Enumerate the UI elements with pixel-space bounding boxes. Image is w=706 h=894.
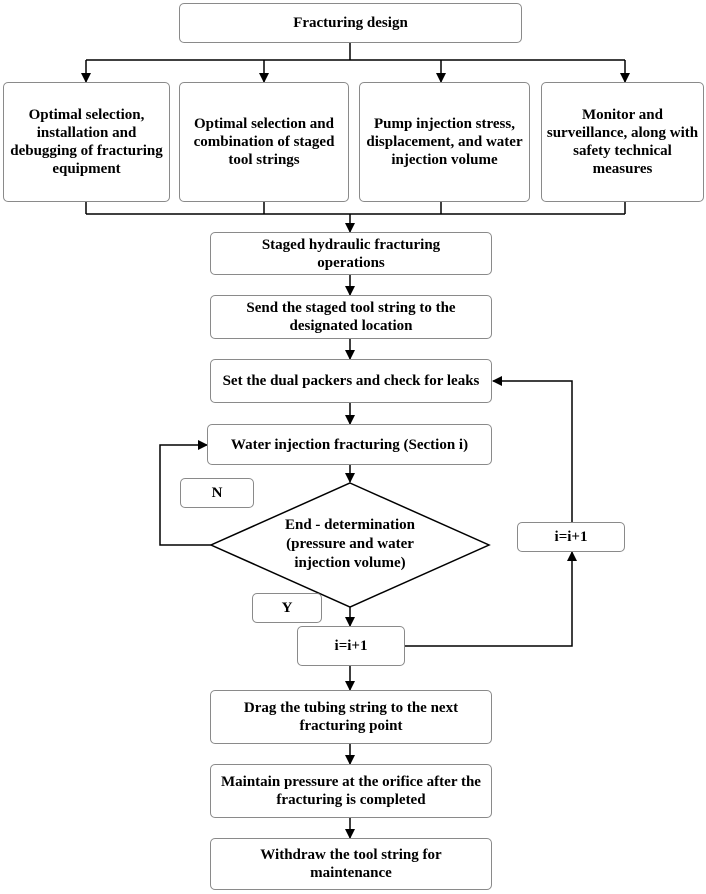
send-tool-label: Send the staged tool string to the desig…	[246, 300, 456, 334]
drag-tubing-label: Drag the tubing string to the next fract…	[243, 700, 459, 734]
staged-operations-label: Staged hydraulic fracturing operations	[261, 236, 441, 271]
withdraw-tool-label: Withdraw the tool string for maintenance	[260, 847, 442, 881]
send-tool-box: Send the staged tool string to the desig…	[210, 295, 492, 339]
set-packers-label: Set the dual packers and check for leaks	[222, 373, 480, 389]
withdraw-tool-box: Withdraw the tool string for maintenance	[210, 838, 492, 890]
increment-right-label: i=i+1	[554, 529, 588, 545]
set-packers-box: Set the dual packers and check for leaks	[210, 359, 492, 403]
no-loop-line	[159, 440, 211, 546]
yes-label-box: Y	[252, 593, 322, 623]
monitor-box: Monitor and surveillance, along with saf…	[541, 82, 704, 202]
end-determination-text: End - determination (pressure and water …	[262, 516, 438, 573]
monitor-label: Monitor and surveillance, along with saf…	[546, 107, 699, 177]
water-injection-box: Water injection fracturing (Section i)	[207, 424, 492, 465]
tool-strings-box: Optimal selection and combination of sta…	[179, 82, 349, 202]
equipment-box: Optimal selection, installation and debu…	[3, 82, 170, 202]
end-determination-label: End - determination (pressure and water …	[284, 517, 415, 571]
maintain-pressure-label: Maintain pressure at the orifice after t…	[221, 774, 481, 808]
water-injection-label: Water injection fracturing (Section i)	[230, 436, 469, 453]
fracturing-design-label: Fracturing design	[293, 15, 408, 31]
right-loop-upper	[492, 376, 573, 522]
increment-bottom-label: i=i+1	[334, 638, 368, 654]
equipment-label: Optimal selection, installation and debu…	[10, 107, 163, 177]
increment-bottom-box: i=i+1	[297, 626, 405, 666]
no-label-box: N	[180, 478, 254, 508]
pump-injection-label: Pump injection stress, displacement, and…	[366, 116, 523, 168]
yes-label: Y	[281, 600, 293, 616]
right-loop-lower	[405, 551, 577, 647]
tool-strings-label: Optimal selection and combination of sta…	[193, 116, 335, 168]
increment-right-box: i=i+1	[517, 522, 625, 552]
pump-injection-box: Pump injection stress, displacement, and…	[359, 82, 530, 202]
staged-operations-box: Staged hydraulic fracturing operations	[210, 232, 492, 275]
no-label: N	[211, 485, 223, 501]
maintain-pressure-box: Maintain pressure at the orifice after t…	[210, 764, 492, 818]
fracturing-design-box: Fracturing design	[179, 3, 522, 43]
drag-tubing-box: Drag the tubing string to the next fract…	[210, 690, 492, 744]
